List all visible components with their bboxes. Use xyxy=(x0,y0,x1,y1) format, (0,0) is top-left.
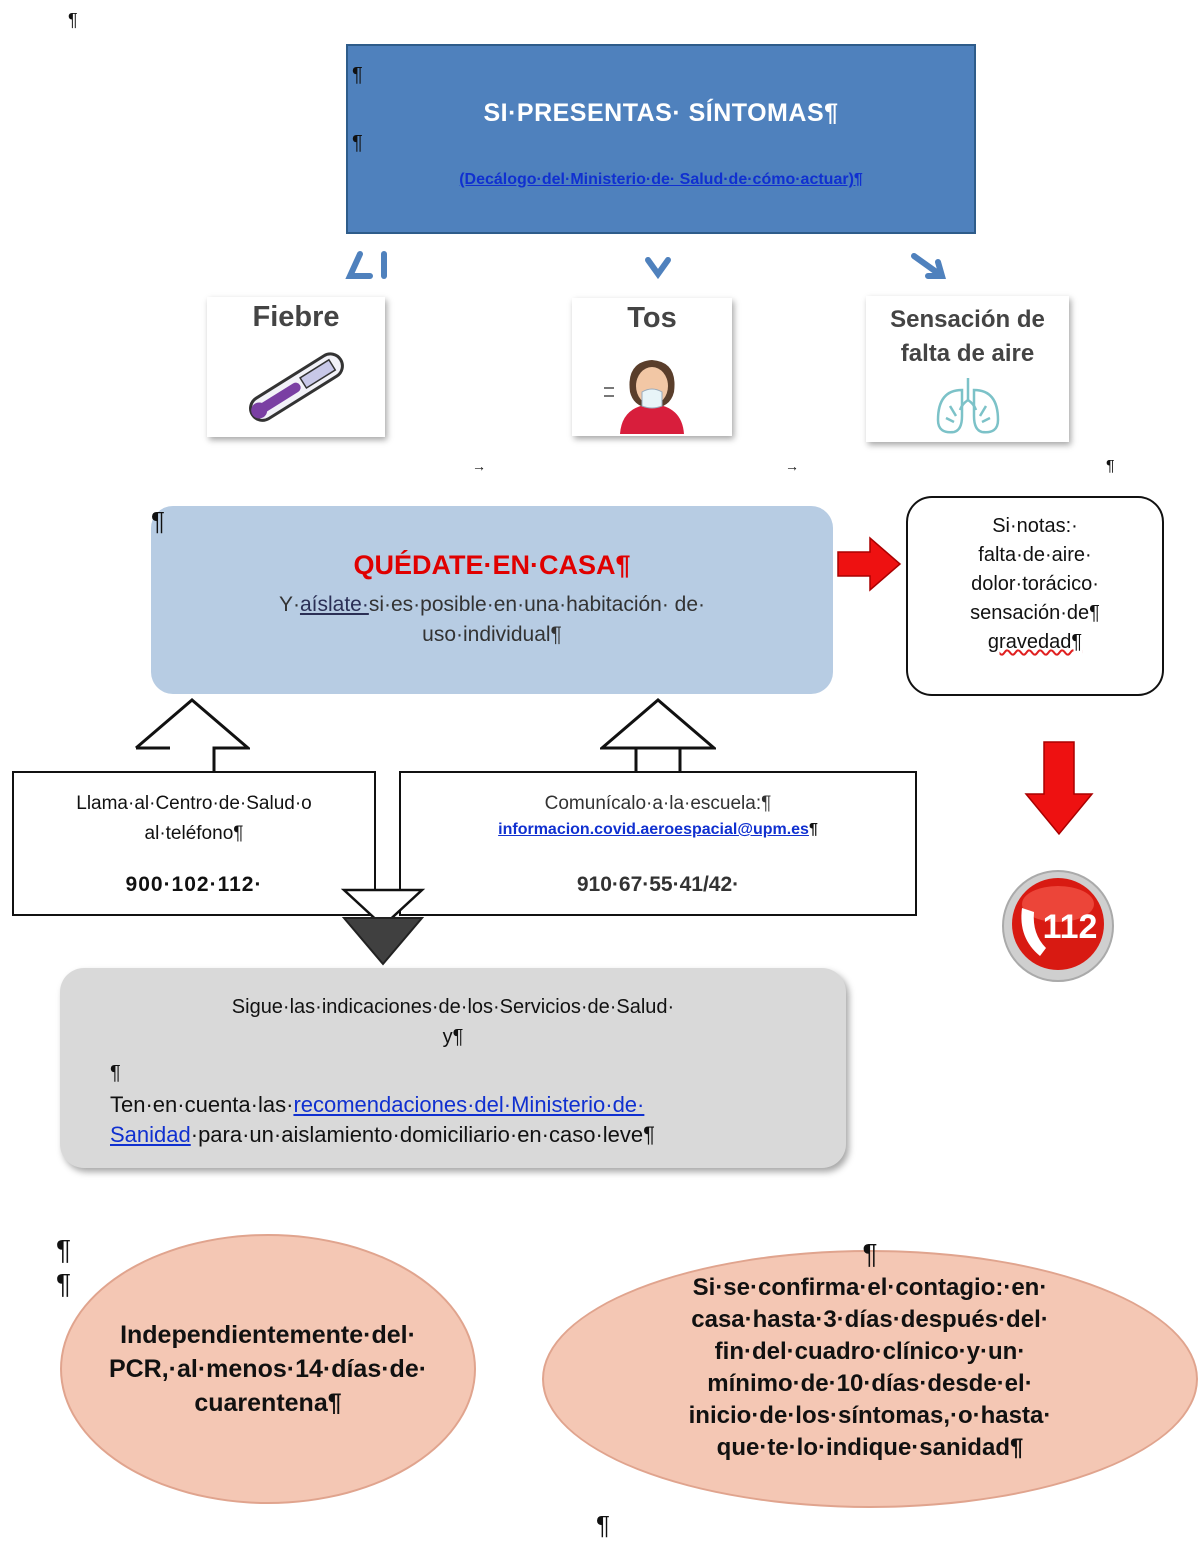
follow-text: y¶ xyxy=(442,1026,464,1048)
call-text: al·teléfono¶ xyxy=(144,823,244,844)
paragraph-mark: ¶ xyxy=(56,1234,72,1265)
tab-arrow-icon: → xyxy=(785,458,799,474)
text: uso·individual¶ xyxy=(422,623,562,646)
isolate-link: aíslate· xyxy=(299,593,369,616)
confirmed-text: Si·se·confirma·el·contagio:·en· casa·has… xyxy=(544,1272,1196,1464)
paragraph-mark: ¶ xyxy=(56,1268,72,1299)
symptom-card-fever: Fiebre xyxy=(207,297,385,437)
symptom-label: Tos xyxy=(627,302,677,334)
school-phone-number[interactable]: 910·67·55·41/42· xyxy=(576,873,740,896)
arrow-down-right-icon xyxy=(911,253,946,279)
text: fin·del·cuadro·clínico·y·un· xyxy=(714,1338,1026,1365)
contact-school-box: Comunícalo·a·la·escuela:¶ informacion.co… xyxy=(399,771,917,916)
header-arrows xyxy=(345,251,946,280)
call-text: Comunícalo·a·la·escuela:¶ xyxy=(544,793,772,814)
text: ·para·un·aislamiento·domiciliario·en·cas… xyxy=(190,1122,655,1147)
ministry-decalogue-link[interactable]: (Decálogo·del·Ministerio·de· Salud·de·có… xyxy=(459,171,863,188)
text: cuarentena¶ xyxy=(194,1389,342,1417)
symptom-card-cough: Tos xyxy=(572,298,732,436)
quarantine-ellipse: Independientemente·del· PCR,·al·menos·14… xyxy=(60,1234,476,1504)
paragraph-mark: ¶ xyxy=(151,506,165,536)
note-line: sensación·de¶ xyxy=(970,602,1100,624)
ministry-recommendations-link[interactable]: recomendaciones·del·Ministerio·de· xyxy=(293,1092,645,1117)
paragraph-mark: ¶ xyxy=(110,1062,121,1084)
health-phone-number[interactable]: 900·102·112· xyxy=(125,873,263,896)
paragraph-mark: ¶ xyxy=(862,1238,878,1269)
header-box: ¶ SI·PRESENTAS· SÍNTOMAS¶ ¶ (Decálogo·de… xyxy=(346,44,976,234)
paragraph-mark: ¶ xyxy=(808,821,818,838)
hollow-arrow-up-icon xyxy=(600,698,716,771)
emergency-number: 112 xyxy=(1043,908,1098,946)
emergency-112-icon: 112 xyxy=(1002,870,1114,982)
hollow-arrow-up-icon xyxy=(135,698,250,771)
symptom-label: falta de aire xyxy=(900,340,1035,367)
follow-text: Sigue·las·indicaciones·de·los·Servicios·… xyxy=(231,996,675,1018)
arrow-down-icon xyxy=(645,257,671,280)
text: mínimo·de·10·días·desde·el· xyxy=(707,1370,1033,1397)
ministry-recommendations-link[interactable]: Sanidad xyxy=(110,1122,191,1147)
thermometer-icon xyxy=(249,352,344,422)
text: Y· xyxy=(278,593,300,616)
text: si·es·posible·en·una·habitación· de· xyxy=(368,593,706,616)
paragraph-mark: ¶ xyxy=(68,10,78,30)
note-line: falta·de·aire· xyxy=(978,544,1092,566)
red-arrow-down-icon xyxy=(1024,741,1094,836)
text: que·te·lo·indique·sanidad¶ xyxy=(716,1434,1024,1461)
text: casa·hasta·3·días·después·del· xyxy=(691,1306,1049,1333)
symptom-card-breath: Sensación de falta de aire xyxy=(866,296,1069,442)
arrow-down-left-icon xyxy=(345,251,373,279)
stay-home-box: ¶ QUÉDATE·EN·CASA¶ Y·aíslate·si·es·posib… xyxy=(151,506,833,694)
text: Ten·en·cuenta·las· xyxy=(110,1092,294,1117)
text: Independientemente·del· xyxy=(120,1321,416,1349)
confirmed-contagion-ellipse: ¶ Si·se·confirma·el·contagio:·en· casa·h… xyxy=(542,1238,1198,1508)
red-arrow-right-icon xyxy=(837,536,902,592)
call-text: Llama·al·Centro·de·Salud·o xyxy=(76,793,312,814)
text: Si·se·confirma·el·contagio:·en· xyxy=(692,1274,1048,1301)
follow-instructions-box: Sigue·las·indicaciones·de·los·Servicios·… xyxy=(60,968,846,1168)
symptom-label: Sensación de xyxy=(890,306,1045,333)
quarantine-text: Independientemente·del· PCR,·al·menos·14… xyxy=(62,1318,474,1420)
header-title: SI·PRESENTAS· SÍNTOMAS¶ xyxy=(483,99,839,127)
paragraph-mark: ¶ xyxy=(1106,458,1115,475)
follow-text: Ten·en·cuenta·las·recomendaciones·del·Mi… xyxy=(110,1090,830,1150)
text: inicio·de·los·síntomas,·o·hasta· xyxy=(688,1402,1052,1429)
symptom-label: Fiebre xyxy=(252,301,340,333)
paragraph-mark: ¶ xyxy=(596,1510,610,1540)
dark-arrow-down-icon xyxy=(340,888,426,966)
school-email-link[interactable]: informacion.covid.aeroespacial@upm.es xyxy=(498,821,809,838)
note-line: dolor·torácico· xyxy=(971,573,1099,595)
stay-home-title: QUÉDATE·EN·CASA¶ xyxy=(353,550,631,580)
note-line: Si·notas:· xyxy=(992,515,1078,537)
school-email: informacion.covid.aeroespacial@upm.es¶ xyxy=(401,821,915,839)
paragraph-mark: ¶ xyxy=(352,132,363,154)
call-health-center-box: Llama·al·Centro·de·Salud·o al·teléfono¶ … xyxy=(12,771,376,916)
stay-home-text: Y·aíslate·si·es·posible·en·una·habitació… xyxy=(171,590,813,650)
coughing-person-icon xyxy=(604,360,684,434)
warning-notes-box: Si·notas:· falta·de·aire· dolor·torácico… xyxy=(906,496,1164,696)
paragraph-mark: ¶ xyxy=(352,64,363,86)
lungs-icon xyxy=(936,378,1000,434)
note-line: gravedad¶ xyxy=(987,631,1083,653)
text: PCR,·al·menos·14·días·de· xyxy=(108,1355,428,1383)
tab-arrow-icon: → xyxy=(472,458,486,474)
